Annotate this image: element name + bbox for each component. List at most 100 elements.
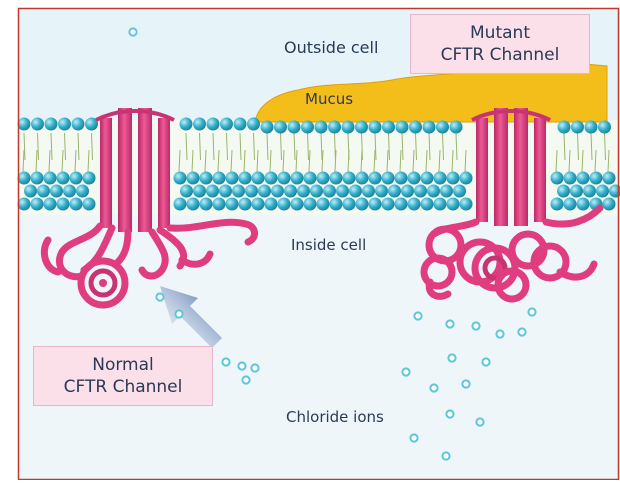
chloride-ion <box>518 328 525 335</box>
phospholipid-head <box>76 185 89 198</box>
normal-cftr-label-box: Normal CFTR Channel <box>33 346 213 406</box>
phospholipid-head <box>434 198 447 211</box>
phospholipid-head <box>453 185 466 198</box>
mutant-label-line1: Mutant <box>411 22 589 44</box>
phospholipid-head <box>328 121 341 134</box>
phospholipid-head <box>564 198 577 211</box>
phospholipid-head <box>460 172 473 185</box>
phospholipid-head <box>206 185 219 198</box>
phospholipid-head <box>37 185 50 198</box>
phospholipid-head <box>261 121 274 134</box>
phospholipid-head <box>226 172 239 185</box>
phospholipid-head <box>423 121 436 134</box>
chloride-ion <box>175 310 182 317</box>
phospholipid-head <box>180 185 193 198</box>
normal-label-line2: CFTR Channel <box>34 376 212 398</box>
phospholipid-head <box>315 121 328 134</box>
phospholipid-head <box>187 172 200 185</box>
phospholipid-head <box>408 198 421 211</box>
phospholipid-head <box>447 198 460 211</box>
phospholipid-head <box>590 172 603 185</box>
phospholipid-head <box>58 118 71 131</box>
phospholipid-head <box>219 185 232 198</box>
phospholipid-head <box>564 172 577 185</box>
inside-cell-label: Inside cell <box>291 236 366 254</box>
normal-label-line1: Normal <box>34 354 212 376</box>
phospholipid-head <box>382 121 395 134</box>
phospholipid-head <box>234 118 247 131</box>
phospholipid-head <box>70 198 83 211</box>
phospholipid-head <box>45 118 58 131</box>
phospholipid-head <box>414 185 427 198</box>
phospholipid-head <box>245 185 258 198</box>
phospholipid-head <box>304 198 317 211</box>
chloride-ion <box>242 376 249 383</box>
phospholipid-head <box>72 118 85 131</box>
phospholipid-head <box>330 172 343 185</box>
phospholipid-head <box>421 198 434 211</box>
phospholipid-head <box>395 172 408 185</box>
phospholipid-head <box>239 198 252 211</box>
phospholipid-head <box>239 172 252 185</box>
phospholipid-head <box>44 198 57 211</box>
phospholipid-head <box>252 172 265 185</box>
phospholipid-head <box>226 198 239 211</box>
phospholipid-head <box>180 118 193 131</box>
phospholipid-head <box>18 172 31 185</box>
chloride-ion <box>476 418 483 425</box>
phospholipid-head <box>349 185 362 198</box>
chloride-ion <box>251 364 258 371</box>
phospholipid-head <box>193 185 206 198</box>
mucus-label: Mucus <box>305 90 353 108</box>
chloride-ion <box>446 320 453 327</box>
phospholipid-head <box>70 172 83 185</box>
phospholipid-head <box>44 172 57 185</box>
chloride-ion <box>448 354 455 361</box>
phospholipid-head <box>409 121 422 134</box>
phospholipid-head <box>220 118 233 131</box>
phospholipid-head <box>330 198 343 211</box>
phospholipid-head <box>265 198 278 211</box>
phospholipid-head <box>265 172 278 185</box>
phospholipid-head <box>585 121 598 134</box>
phospholipid-head <box>343 198 356 211</box>
phospholipid-head <box>57 172 70 185</box>
phospholipid-head <box>63 185 76 198</box>
outside-cell-label: Outside cell <box>284 38 378 57</box>
phospholipid-head <box>200 172 213 185</box>
chloride-ion <box>430 384 437 391</box>
phospholipid-head <box>557 185 570 198</box>
phospholipid-head <box>583 185 596 198</box>
phospholipid-head <box>232 185 245 198</box>
phospholipid-head <box>570 185 583 198</box>
phospholipid-head <box>291 172 304 185</box>
chloride-ion <box>472 322 479 329</box>
phospholipid-head <box>213 172 226 185</box>
phospholipid-head <box>551 172 564 185</box>
phospholipid-head <box>336 185 349 198</box>
phospholipid-head <box>252 198 265 211</box>
chloride-ion <box>496 330 503 337</box>
phospholipid-head <box>356 172 369 185</box>
phospholipid-head <box>297 185 310 198</box>
phospholipid-head <box>388 185 401 198</box>
phospholipid-head <box>284 185 297 198</box>
phospholipid-head <box>200 198 213 211</box>
phospholipid-head <box>603 172 616 185</box>
phospholipid-head <box>31 172 44 185</box>
phospholipid-head <box>304 172 317 185</box>
phospholipid-head <box>436 121 449 134</box>
chloride-ion <box>442 452 449 459</box>
chloride-ion <box>156 293 163 300</box>
phospholipid-head <box>577 198 590 211</box>
phospholipid-head <box>18 198 31 211</box>
chloride-ions-label: Chloride ions <box>286 408 384 426</box>
phospholipid-head <box>369 172 382 185</box>
phospholipid-head <box>342 121 355 134</box>
phospholipid-head <box>401 185 414 198</box>
phospholipid-head <box>598 121 611 134</box>
phospholipid-head <box>274 121 287 134</box>
phospholipid-head <box>193 118 206 131</box>
phospholipid-head <box>247 118 260 131</box>
